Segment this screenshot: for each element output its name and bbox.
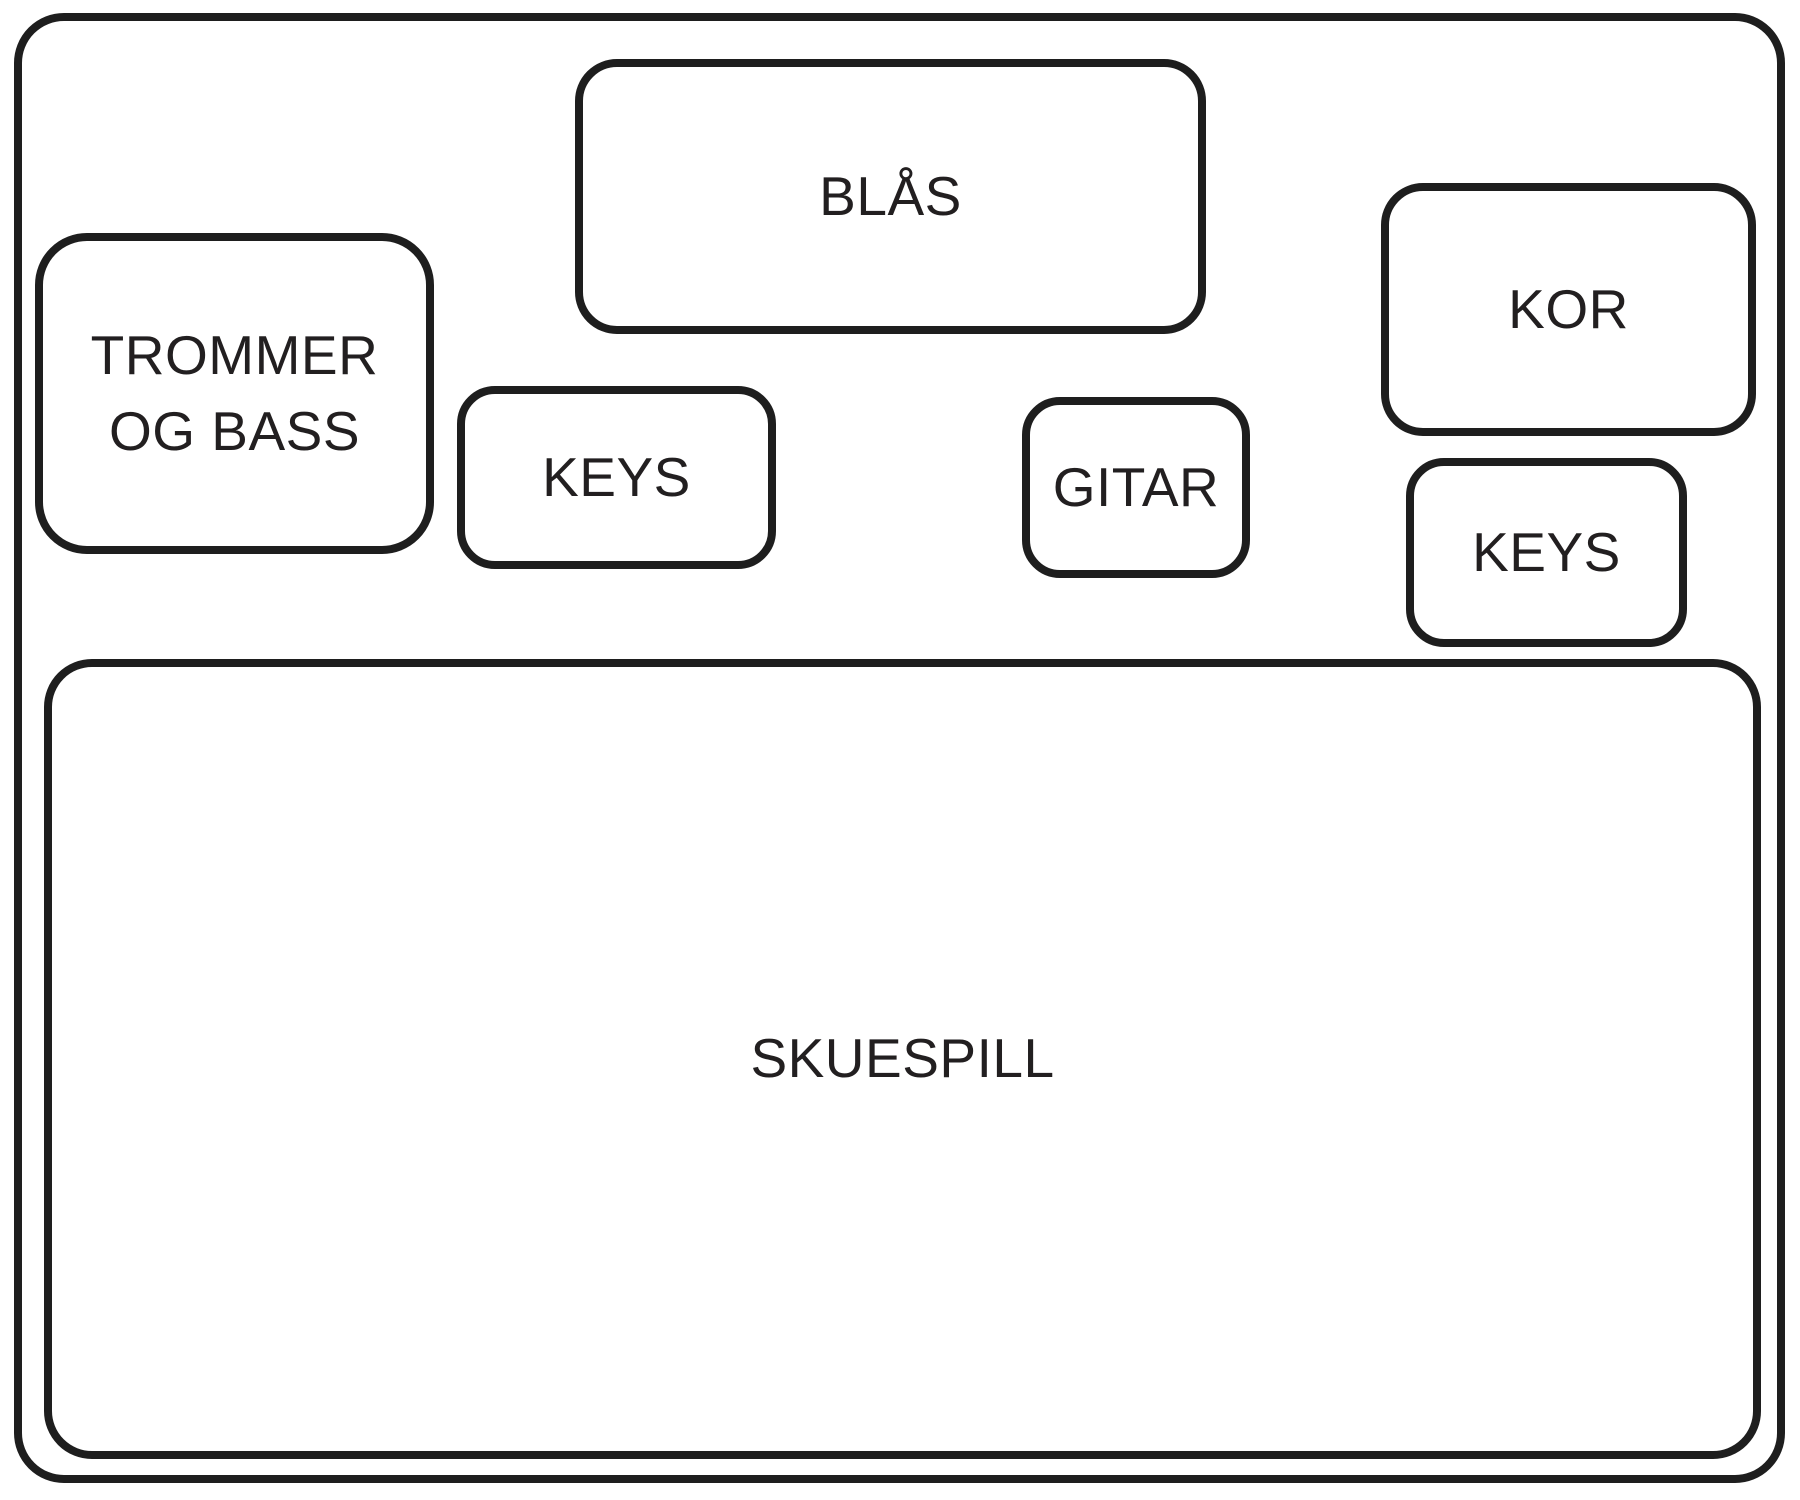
zone-trommer-og-bass: TROMMER OG BASS [35,233,434,554]
zone-label-keys-left: KEYS [542,445,691,508]
zone-label-gitar: GITAR [1052,455,1220,518]
stage-outline [14,13,1785,1483]
zone-skuespill: SKUESPILL [44,659,1761,1459]
zone-label-keys-right: KEYS [1472,520,1621,583]
zone-label-skuespill: SKUESPILL [750,1027,1055,1090]
zone-keys-right: KEYS [1406,458,1687,647]
zone-gitar: GITAR [1022,397,1250,578]
zone-keys-left: KEYS [457,386,776,569]
zone-label-trommer-og-bass: TROMMER OG BASS [90,323,379,462]
zone-kor: KOR [1381,183,1756,436]
zone-label-blas: BLÅS [819,164,962,227]
zone-label-kor: KOR [1508,277,1629,340]
zone-blas: BLÅS [575,59,1206,334]
